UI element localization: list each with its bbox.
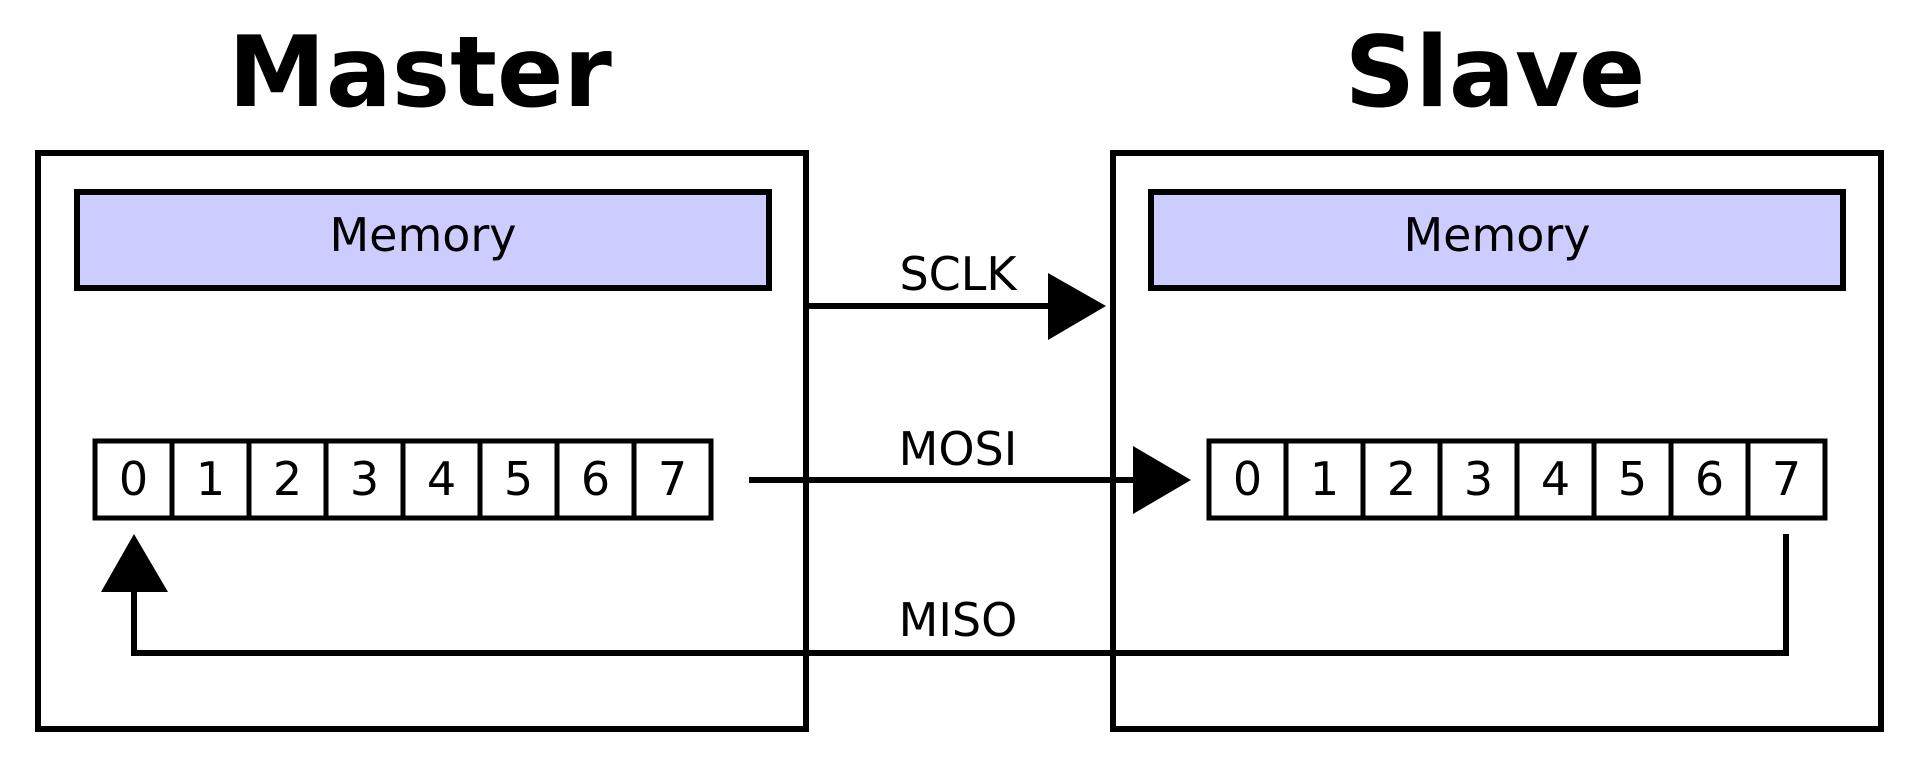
master-register-bit-label: 5	[504, 452, 533, 506]
master-register-bit-label: 2	[273, 452, 302, 506]
master-register-bit-label: 0	[119, 452, 148, 506]
slave-register-bit-label: 4	[1541, 452, 1570, 506]
slave-register-bit-label: 1	[1310, 452, 1339, 506]
master-register-bit-label: 7	[658, 452, 687, 506]
master-register-bit-label: 4	[427, 452, 456, 506]
slave-register-cell-6	[1668, 438, 1751, 521]
slave-register-bit-label: 5	[1618, 452, 1647, 506]
mosi-label: MOSI	[899, 422, 1018, 476]
master-register-cell-3	[323, 438, 406, 521]
slave-register-bit-label: 2	[1387, 452, 1416, 506]
master-register-cell-7	[631, 438, 714, 521]
slave-register-bit-label: 3	[1464, 452, 1493, 506]
master-register-bit-label: 6	[581, 452, 610, 506]
master-register-bit-label: 1	[196, 452, 225, 506]
master-register-cell-0	[92, 438, 175, 521]
slave-memory-block	[1148, 189, 1846, 291]
master-register-cell-4	[400, 438, 483, 521]
slave-register-cell-7	[1745, 438, 1828, 521]
slave-register-bit-label: 7	[1772, 452, 1801, 506]
miso-line	[131, 534, 1789, 656]
master-register-bit-label: 3	[350, 452, 379, 506]
slave-register-cell-3	[1437, 438, 1520, 521]
sclk-label: SCLK	[899, 247, 1018, 301]
miso-label: MISO	[899, 593, 1018, 647]
slave-register-bit-label: 6	[1695, 452, 1724, 506]
slave-title: Slave	[1345, 16, 1646, 130]
master-register-cell-5	[477, 438, 560, 521]
sclk-arrowhead	[1048, 273, 1106, 340]
master-memory-label: Memory	[329, 208, 516, 262]
master-title: Master	[228, 16, 612, 130]
slave-register-bit-label: 0	[1233, 452, 1262, 506]
master-memory-block	[74, 189, 772, 291]
slave-memory-label: Memory	[1403, 208, 1590, 262]
miso-arrowhead	[101, 534, 168, 592]
slave-register-cell-4	[1514, 438, 1597, 521]
mosi-arrowhead	[1133, 446, 1191, 514]
